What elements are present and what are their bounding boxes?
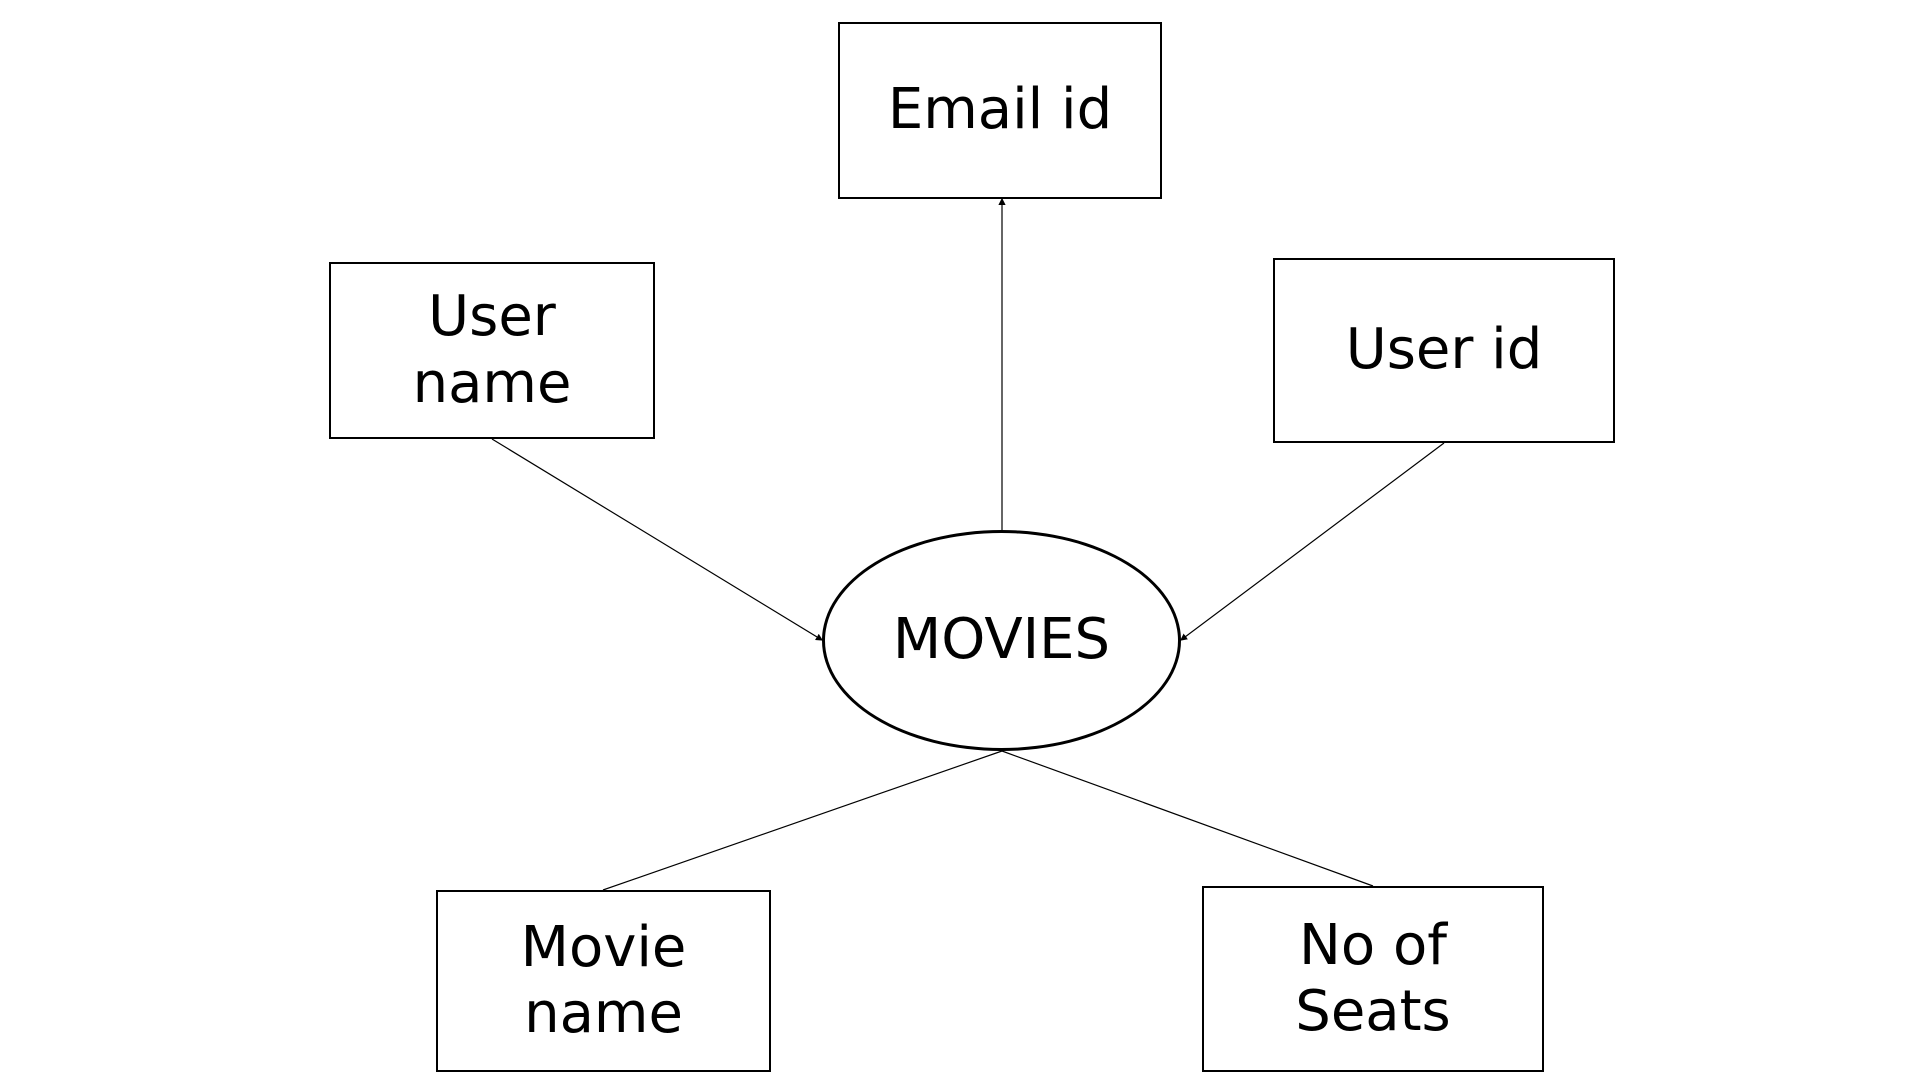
attribute-no-of-seats-label: No of Seats xyxy=(1295,912,1451,1044)
attribute-user-name-label: User name xyxy=(412,284,572,416)
attribute-no-of-seats: No of Seats xyxy=(1202,886,1544,1072)
attribute-user-id: User id xyxy=(1273,258,1615,443)
attribute-user-name: User name xyxy=(329,262,655,439)
attribute-email-id: Email id xyxy=(838,22,1162,199)
edge-movies-moviename xyxy=(602,750,1003,891)
attribute-user-id-label: User id xyxy=(1345,317,1543,383)
attribute-movie-name-label: Movie name xyxy=(520,914,687,1046)
entity-movies-label: MOVIES xyxy=(892,607,1111,673)
edge-username-movies xyxy=(491,438,824,641)
edge-userid-movies xyxy=(1180,442,1445,641)
edge-movies-seats xyxy=(1001,750,1374,887)
attribute-email-id-label: Email id xyxy=(887,77,1113,143)
attribute-movie-name: Movie name xyxy=(436,890,771,1072)
entity-movies: MOVIES xyxy=(822,530,1181,751)
